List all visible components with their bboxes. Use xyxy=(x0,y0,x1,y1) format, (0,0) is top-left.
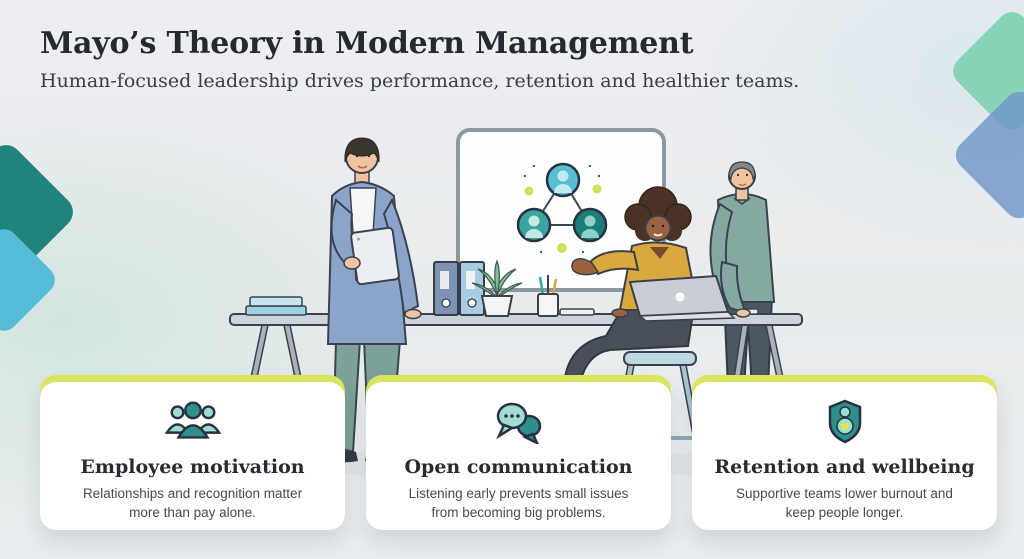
binders xyxy=(433,261,485,316)
info-card-employee-motivation: Employee motivation Relationships and re… xyxy=(40,375,345,530)
card-description: Listening early prevents small issues fr… xyxy=(408,486,629,521)
potted-plant xyxy=(471,259,523,317)
team-network-diagram xyxy=(516,162,608,254)
info-card-open-communication: Open communication Listening early preve… xyxy=(366,375,671,530)
laptop xyxy=(628,274,759,322)
whiteboard xyxy=(456,128,666,292)
page-title: Mayo’s Theory in Modern Management xyxy=(40,26,694,61)
tablet xyxy=(350,226,400,286)
pen-cup xyxy=(537,275,559,317)
node-person-teal xyxy=(516,207,552,243)
card-description: Supportive teams lower burnout and keep … xyxy=(736,486,953,521)
team-people-icon xyxy=(60,398,325,446)
shield-person-heart-icon xyxy=(712,398,977,446)
card-description: Relationships and recognition matter mor… xyxy=(82,486,303,521)
info-card-retention-wellbeing: Retention and wellbeing Supportive teams… xyxy=(692,375,997,530)
seated-woman xyxy=(562,186,700,385)
standing-man-forearm xyxy=(720,260,751,318)
header: Mayo’s Theory in Modern Management Human… xyxy=(40,26,799,92)
card-title: Employee motivation xyxy=(80,456,305,478)
notepad xyxy=(559,308,595,316)
card-title: Open communication xyxy=(404,456,633,478)
chat-bubbles-icon xyxy=(386,398,651,446)
book-stack xyxy=(245,296,307,316)
page-subtitle: Human-focused leadership drives performa… xyxy=(40,70,800,92)
info-cards: Employee motivation Relationships and re… xyxy=(40,375,997,530)
node-person-cyan xyxy=(545,162,581,198)
card-title: Retention and wellbeing xyxy=(714,456,975,478)
node-person-dark-teal xyxy=(572,207,608,243)
